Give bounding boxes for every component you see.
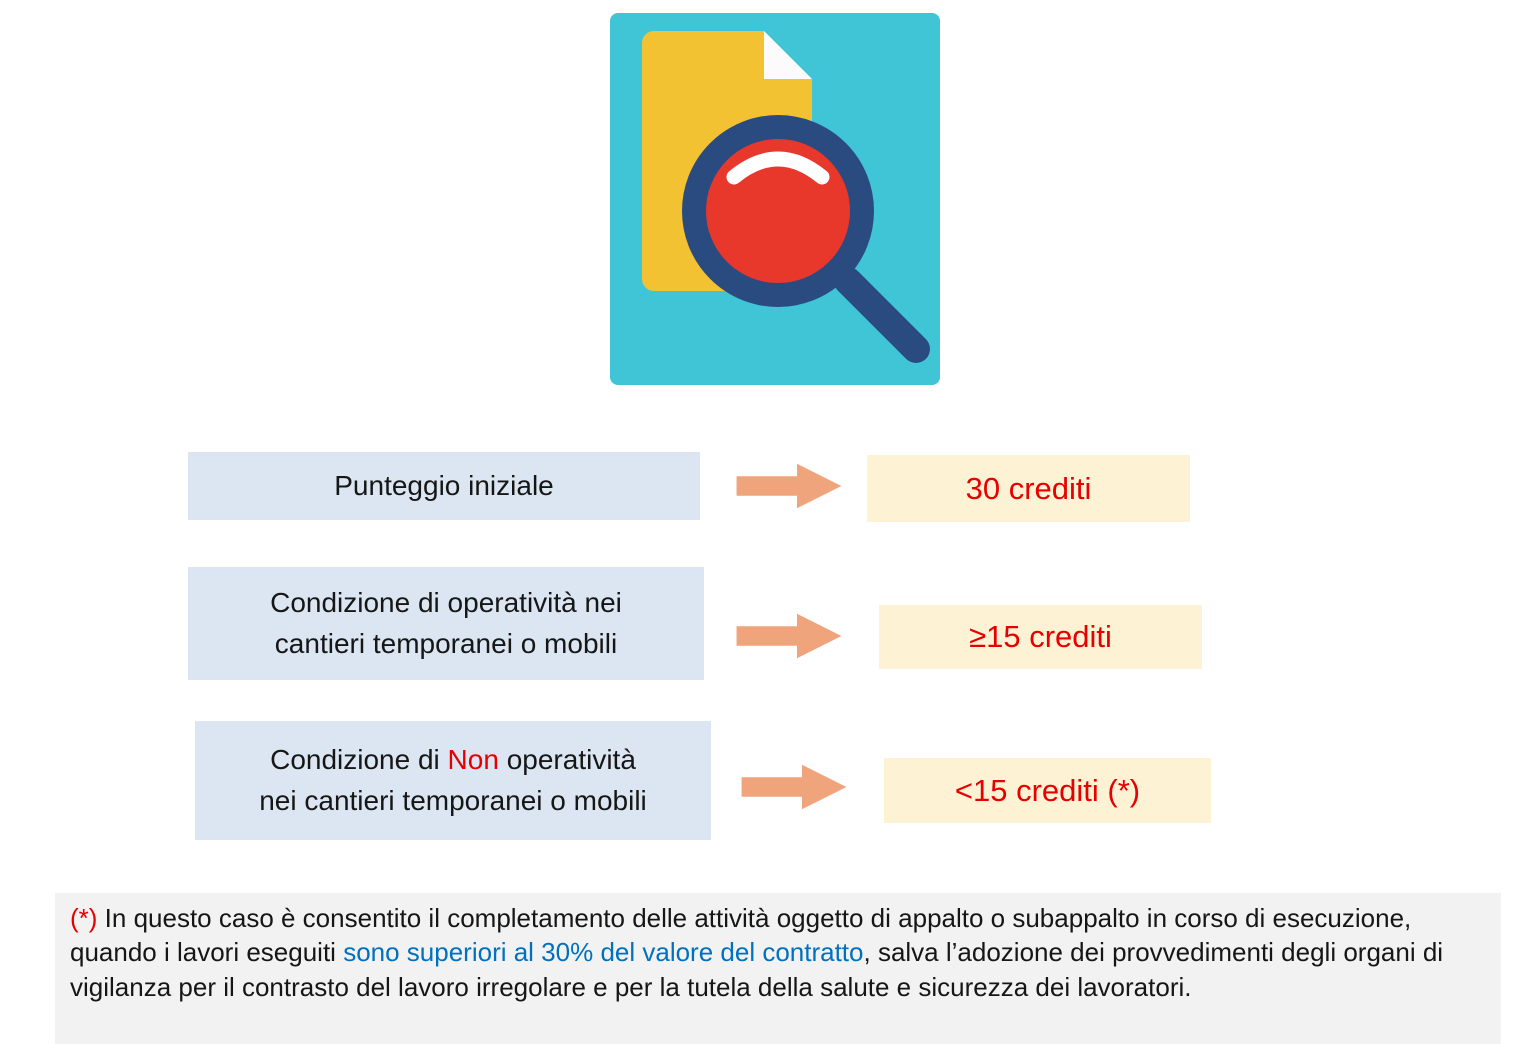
label-text: Punteggio iniziale — [334, 469, 554, 501]
value-box-ge15-crediti: ≥15 crediti — [879, 605, 1202, 669]
label-box-punteggio-iniziale: Punteggio iniziale — [188, 452, 700, 520]
footnote: (*) In questo caso è consentito il compl… — [55, 893, 1501, 1044]
footnote-highlight: sono superiori al 30% del valore del con… — [343, 937, 864, 968]
footnote-text: In questo caso è consentito il completam… — [70, 903, 1412, 968]
label-box-operativita: Condizione di operatività nei cantieri t… — [188, 567, 704, 680]
document-search-icon-graphic — [610, 13, 940, 385]
arrow-right-icon — [737, 763, 851, 811]
value-text: <15 crediti (*) — [954, 772, 1141, 808]
label-line: nei cantieri temporanei o mobili — [259, 784, 647, 816]
label-line: Condizione di Non operatività — [270, 740, 636, 781]
value-box-30-crediti: 30 crediti — [867, 455, 1190, 522]
label-line: cantieri temporanei o mobili — [274, 627, 618, 659]
label-text: operatività — [498, 743, 636, 775]
value-text: 30 crediti — [965, 470, 1092, 506]
arrow-right-icon — [732, 462, 846, 510]
footnote-text: , salva l’adozione dei provvedimenti deg… — [70, 937, 1444, 1002]
value-text: ≥15 crediti — [969, 619, 1112, 654]
label-box-non-operativita: Condizione di Non operatività nei cantie… — [195, 721, 711, 840]
document-search-icon — [610, 13, 940, 385]
footnote-marker: (*) — [70, 903, 98, 933]
value-box-lt15-crediti: <15 crediti (*) — [884, 758, 1211, 823]
label-line: Condizione di operatività nei — [270, 586, 622, 618]
label-text-red: Non — [447, 743, 499, 775]
arrow-right-icon — [732, 612, 846, 660]
label-text: Condizione di — [270, 743, 448, 775]
